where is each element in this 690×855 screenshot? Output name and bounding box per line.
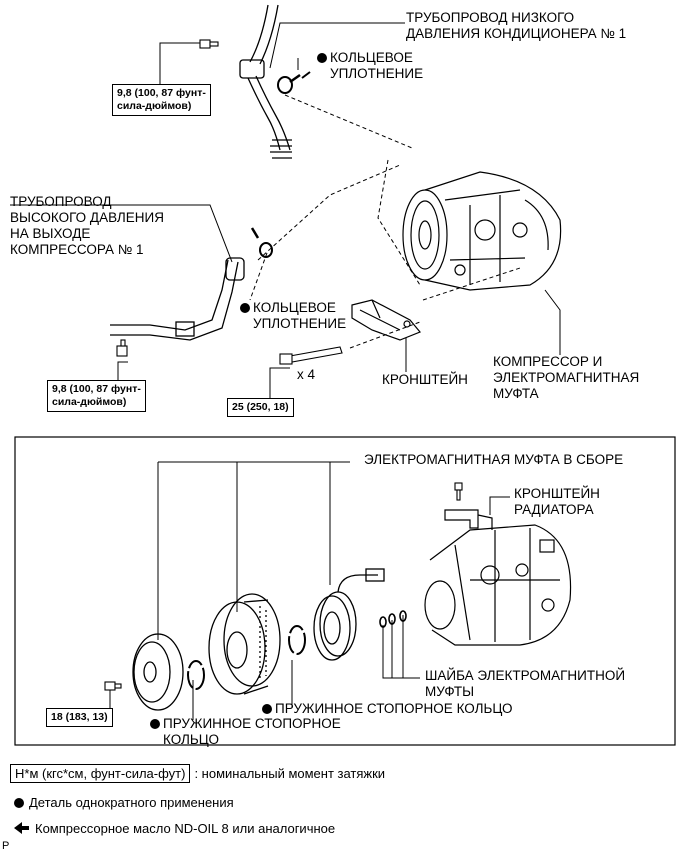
o-ring-label-2: КОЛЬЦЕВОЕ УПЛОТНЕНИЕ xyxy=(240,300,346,332)
torque-box-4: 18 (183, 13) xyxy=(46,708,113,727)
radiator-bracket-drawing xyxy=(444,509,493,530)
compressor-label: КОМПРЕССОР И ЭЛЕКТРОМАГНИТНАЯ МУФТА xyxy=(493,354,639,402)
low-pipe-label: ТРУБОПРОВОД НИЗКОГО ДАВЛЕНИЯ КОНДИЦИОНЕР… xyxy=(406,10,626,42)
low-pressure-pipe xyxy=(239,4,292,159)
clutch-shim-label: ШАЙБА ЭЛЕКТРОМАГНИТНОЙ МУФТЫ xyxy=(425,668,625,700)
torque-box-2-line2: сила-дюймов) xyxy=(52,396,127,408)
clutch-shims xyxy=(379,610,407,628)
legend-oil: Компрессорное масло ND-OIL 8 или аналоги… xyxy=(35,821,336,836)
compressor-top-drawing xyxy=(402,171,562,291)
single-use-dot-icon xyxy=(14,798,24,808)
legend-unit-desc: : номинальный момент затяжки xyxy=(194,766,386,781)
legend-single-use: Деталь однократного применения xyxy=(29,795,234,810)
clutch-shim-label-line2: МУФТЫ xyxy=(425,684,475,699)
high-pressure-pipe xyxy=(110,257,245,341)
high-pipe-label-line1: ТРУБОПРОВОД xyxy=(10,194,112,209)
o-ring-label-1: КОЛЬЦЕВОЕ УПЛОТНЕНИЕ xyxy=(317,50,423,82)
high-pipe-label-line3: НА ВЫХОДЕ xyxy=(10,226,91,241)
torque-box-1: 9,8 (100, 87 фунт- сила-дюймов) xyxy=(112,84,211,116)
o-ring-label-1-line2: УПЛОТНЕНИЕ xyxy=(330,66,424,81)
torque-box-1-line1: 9,8 (100, 87 фунт- xyxy=(117,87,206,99)
single-use-dot-icon xyxy=(150,719,160,729)
legend-unit-box: Н*м (кгс*см, фунт-сила-фут) xyxy=(10,764,191,783)
radiator-bracket-label: КРОНШТЕЙН РАДИАТОРА xyxy=(514,486,600,518)
high-pipe-label-line4: КОМПРЕССОРА № 1 xyxy=(10,242,144,257)
exploded-view-frame xyxy=(14,436,676,746)
compressor-label-line1: КОМПРЕССОР И xyxy=(493,354,603,369)
snap-ring-label-right: ПРУЖИННОЕ СТОПОРНОЕ КОЛЬЦО xyxy=(262,701,513,717)
snap-ring-label-left-line1: ПРУЖИННОЕ СТОПОРНОЕ xyxy=(163,716,341,731)
oil-arrow-icon xyxy=(14,822,29,834)
torque-box-3: 25 (250, 18) xyxy=(227,398,294,417)
compressor-label-line2: ЭЛЕКТРОМАГНИТНАЯ xyxy=(493,370,640,385)
bracket-drawing xyxy=(351,299,421,341)
o-ring-label-2-line2: УПЛОТНЕНИЕ xyxy=(253,316,347,331)
torque-box-1-line2: сила-дюймов) xyxy=(117,100,192,112)
legend-torque-unit: Н*м (кгс*см, фунт-сила-фут): номинальный… xyxy=(10,764,386,783)
clutch-shim-label-line1: ШАЙБА ЭЛЕКТРОМАГНИТНОЙ xyxy=(425,668,626,683)
compressor-lower-drawing xyxy=(424,524,572,646)
o-ring-label-2-line1: КОЛЬЦЕВОЕ xyxy=(253,300,336,315)
high-pipe-label: ТРУБОПРОВОД ВЫСОКОГО ДАВЛЕНИЯ НА ВЫХОДЕ … xyxy=(10,194,164,258)
radiator-bracket-label-line2: РАДИАТОРА xyxy=(514,502,594,517)
snap-ring-label-left: ПРУЖИННОЕ СТОПОРНОЕ КОЛЬЦО xyxy=(150,716,341,748)
snap-ring-label-left-line2: КОЛЬЦО xyxy=(163,732,219,747)
single-use-dot-icon xyxy=(240,303,250,313)
low-pipe-label-line1: ТРУБОПРОВОД НИЗКОГО xyxy=(406,10,575,25)
compressor-label-line3: МУФТА xyxy=(493,386,539,401)
high-pipe-label-line2: ВЫСОКОГО ДАВЛЕНИЯ xyxy=(10,210,164,225)
low-pipe-label-line2: ДАВЛЕНИЯ КОНДИЦИОНЕРА № 1 xyxy=(406,26,627,41)
pulley xyxy=(208,593,281,695)
long-bolt xyxy=(279,346,343,365)
single-use-dot-icon xyxy=(317,53,327,63)
torque-box-2: 9,8 (100, 87 фунт- сила-дюймов) xyxy=(47,380,146,412)
torque-box-2-line1: 9,8 (100, 87 фунт- xyxy=(52,383,141,395)
o-ring-label-1-line1: КОЛЬЦЕВОЕ xyxy=(330,50,413,65)
radiator-bracket-label-line1: КРОНШТЕЙН xyxy=(514,486,600,501)
corner-mark: P xyxy=(2,840,10,852)
snap-ring-label-right-text: ПРУЖИННОЕ СТОПОРНОЕ КОЛЬЦО xyxy=(275,701,513,716)
clutch-assy-label: ЭЛЕКТРОМАГНИТНАЯ МУФТА В СБОРЕ xyxy=(364,452,624,467)
bracket-label: КРОНШТЕЙН xyxy=(382,372,468,387)
single-use-dot-icon xyxy=(262,704,272,714)
bolt-count-label: x 4 xyxy=(297,367,316,382)
stator-coil xyxy=(313,568,385,661)
clutch-hub xyxy=(132,633,184,711)
